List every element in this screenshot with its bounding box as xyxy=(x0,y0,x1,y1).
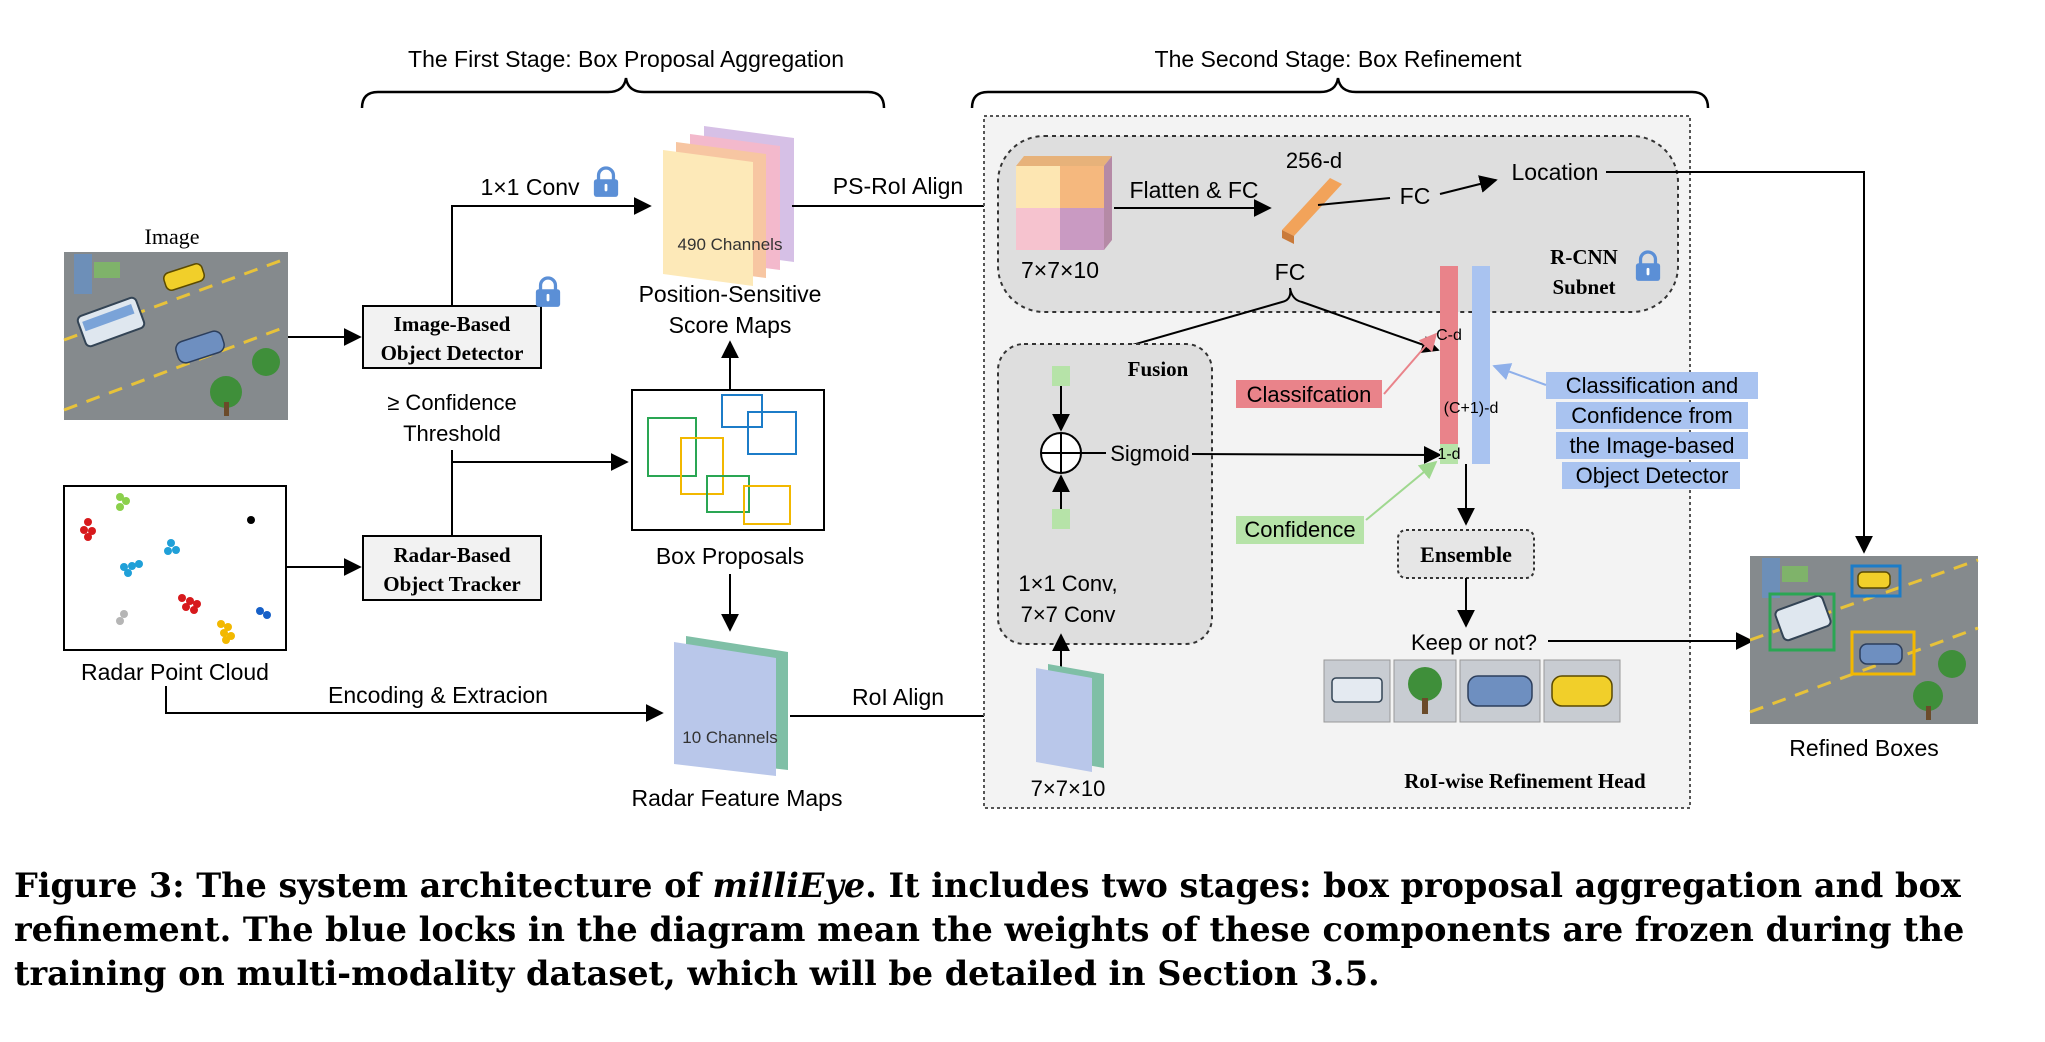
first-stage-title: The First Stage: Box Proposal Aggregatio… xyxy=(408,46,844,72)
channels-490-label: 490 Channels xyxy=(678,235,783,254)
car-icon xyxy=(1859,643,1903,665)
radar-label: Radar Point Cloud xyxy=(81,659,269,685)
cls-conf-line3: the Image-based xyxy=(1569,433,1734,458)
building-icon xyxy=(1762,558,1780,598)
ensemble-label: Ensemble xyxy=(1420,542,1512,567)
sigmoid-label: Sigmoid xyxy=(1110,441,1189,466)
first-stage-brace xyxy=(360,77,886,109)
score-maps: 490 Channels xyxy=(663,126,794,286)
lock-icon xyxy=(592,166,620,199)
taxi-detection-box xyxy=(1850,564,1902,598)
roi-align-label: RoI Align xyxy=(852,684,944,710)
cls-conf-line2: Confidence from xyxy=(1571,403,1732,428)
bus-icon xyxy=(1774,594,1832,642)
fusion-conv-line2: 7×7 Conv xyxy=(1021,602,1116,627)
bus-detection-box xyxy=(1768,592,1836,652)
classification-label: Classifcation xyxy=(1247,382,1372,407)
sum-operator xyxy=(1040,432,1082,474)
radar-points xyxy=(80,493,271,644)
flatten-fc-label: Flatten & FC xyxy=(1129,177,1258,203)
cls-conf-line4: Object Detector xyxy=(1576,463,1729,488)
figure-caption: Figure 3: The system architecture of mil… xyxy=(14,864,2029,996)
rcnn-subnet-container xyxy=(997,135,1679,313)
fusion-bottom-feature xyxy=(1052,509,1070,529)
confidence-label: Confidence xyxy=(1244,517,1355,542)
keep-label: Keep or not? xyxy=(1411,630,1537,655)
c1d-label: (C+1)-d xyxy=(1444,400,1499,417)
lock-icon xyxy=(534,276,562,308)
image-detector-box: Image-Based Object Detector xyxy=(362,276,562,369)
radar-tracker-line1: Radar-Based xyxy=(393,543,510,567)
ps-roi-align-label: PS-RoI Align xyxy=(833,173,963,199)
image-detector-line1: Image-Based xyxy=(394,312,511,336)
fusion-container xyxy=(997,343,1213,645)
car-icon xyxy=(175,330,225,364)
cd-label: C-d xyxy=(1436,327,1462,344)
fc-bottom-label: FC xyxy=(1275,259,1306,285)
radar-feature-maps: 10 Channels xyxy=(674,636,788,776)
one-d-label: 1-d xyxy=(1437,446,1460,463)
rcnn-title-line2: Subnet xyxy=(1552,275,1615,299)
refined-boxes-image xyxy=(1749,556,1979,724)
confidence-vector xyxy=(1440,444,1458,464)
confidence-threshold-line1: ≥ Confidence xyxy=(387,390,517,415)
radar-feature-maps-label: Radar Feature Maps xyxy=(632,785,843,811)
taxi-icon xyxy=(1857,571,1891,589)
fusion-conv-line1: 1×1 Conv, xyxy=(1018,571,1117,596)
car-detection-box xyxy=(1850,630,1916,676)
fusion-title: Fusion xyxy=(1128,357,1189,381)
image-input: Image xyxy=(63,224,289,420)
dim-256-label: 256-d xyxy=(1286,148,1342,173)
tree-icon xyxy=(1938,650,1966,678)
cls-conf-line1: Classification and xyxy=(1566,373,1738,398)
refinement-head-title: RoI-wise Refinement Head xyxy=(1404,769,1646,793)
fusion-input-tensor xyxy=(1036,664,1104,772)
caption-suffix: . It includes two stages: box proposal a… xyxy=(14,866,1965,993)
caption-prefix: Figure 3: The system architecture of xyxy=(14,866,713,905)
box-proposals xyxy=(631,389,825,531)
second-stage-brace xyxy=(970,77,1710,109)
building-icon xyxy=(74,254,92,294)
candidate-crops xyxy=(1323,659,1621,723)
taxi-icon xyxy=(163,263,205,291)
refined-boxes-label: Refined Boxes xyxy=(1789,735,1939,761)
fc-bar xyxy=(1282,178,1342,244)
cls-conf-callout: Classification and Confidence from the I… xyxy=(1492,363,1758,489)
box-proposals-label: Box Proposals xyxy=(656,543,804,569)
classification-vector xyxy=(1440,266,1458,444)
encoding-label: Encoding & Extracion xyxy=(328,682,548,708)
radar-tracker-box: Radar-Based Object Tracker xyxy=(362,535,542,601)
bus-icon xyxy=(76,296,146,348)
first-stage-header: The First Stage: Box Proposal Aggregatio… xyxy=(360,46,886,109)
image-detector-line2: Object Detector xyxy=(381,341,524,365)
classification-highlight xyxy=(1236,380,1382,408)
confidence-threshold-line2: Threshold xyxy=(403,421,501,446)
tree-icon xyxy=(210,348,280,416)
ps-score-maps-line2: Score Maps xyxy=(669,312,792,338)
radar-tracker-line2: Object Tracker xyxy=(383,572,520,596)
confidence-highlight xyxy=(1236,516,1364,544)
rcnn-tensor xyxy=(1016,156,1112,250)
fc-top-label: FC xyxy=(1400,183,1431,209)
caption-system-name: milliEye xyxy=(712,866,866,905)
location-label: Location xyxy=(1512,159,1599,185)
image-detector-vector xyxy=(1472,266,1490,464)
channels-10-label: 10 Channels xyxy=(682,728,777,747)
second-stage-header: The Second Stage: Box Refinement xyxy=(970,46,1710,109)
fusion-dims-label: 7×7×10 xyxy=(1031,776,1106,801)
rcnn-title-line1: R-CNN xyxy=(1550,245,1618,269)
image-label: Image xyxy=(145,224,200,249)
radar-plot xyxy=(63,485,287,651)
rcnn-dims-label: 7×7×10 xyxy=(1021,257,1099,283)
radar-point-cloud: Radar Point Cloud xyxy=(63,485,287,685)
second-stage-title: The Second Stage: Box Refinement xyxy=(1155,46,1523,72)
conv-1x1-label: 1×1 Conv xyxy=(480,174,580,200)
ps-score-maps-line1: Position-Sensitive xyxy=(639,281,822,307)
fusion-top-feature xyxy=(1052,366,1070,386)
